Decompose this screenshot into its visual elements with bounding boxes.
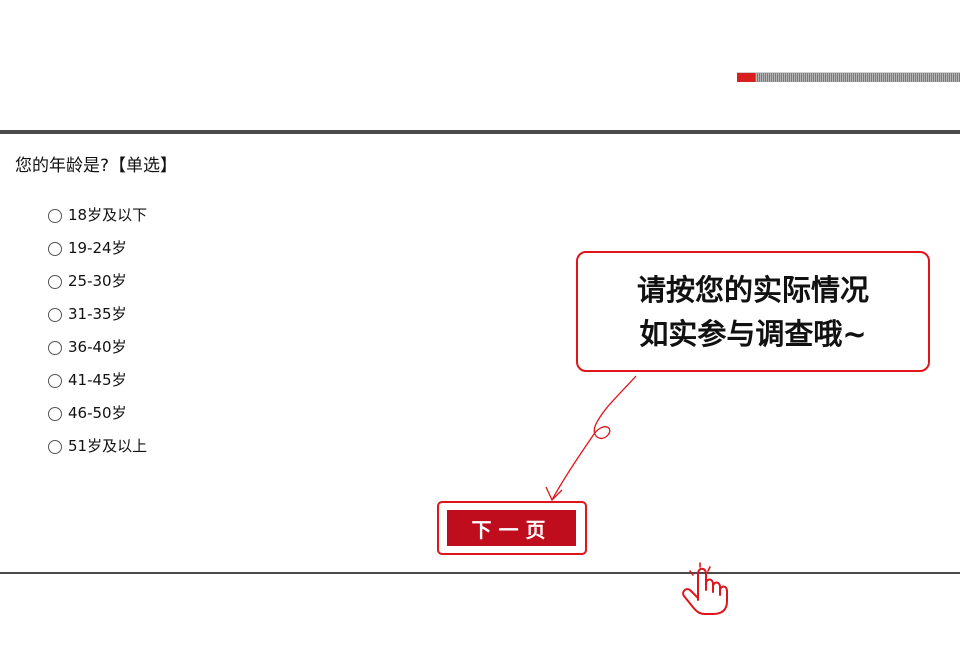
radio-button[interactable] (48, 208, 62, 223)
radio-button[interactable] (48, 406, 62, 421)
question-title: 您的年龄是?【单选】 (15, 156, 178, 176)
option-item[interactable]: 41-45岁 (48, 363, 147, 396)
hint-line-2: 如实参与调查哦~ (639, 316, 867, 351)
option-label: 19-24岁 (68, 239, 127, 257)
option-item[interactable]: 31-35岁 (48, 297, 147, 330)
radio-button[interactable] (48, 274, 62, 289)
option-item[interactable]: 18岁及以下 (48, 198, 147, 231)
option-label: 36-40岁 (68, 338, 127, 356)
radio-button[interactable] (48, 340, 62, 355)
option-label: 25-30岁 (68, 272, 127, 290)
radio-button[interactable] (48, 241, 62, 256)
radio-button[interactable] (48, 373, 62, 388)
radio-button[interactable] (48, 439, 62, 454)
hint-line-1: 请按您的实际情况 (636, 272, 869, 307)
option-label: 46-50岁 (68, 404, 127, 422)
arrow-stroke (551, 375, 637, 501)
hint-callout: 请按您的实际情况 如实参与调查哦~ (576, 251, 930, 372)
next-page-button[interactable]: 下一页 (447, 510, 576, 546)
answer-options: 18岁及以下 19-24岁 25-30岁 31-35岁 36-40岁 41-45… (48, 198, 147, 462)
option-item[interactable]: 36-40岁 (48, 330, 147, 363)
header-divider (0, 130, 960, 134)
radio-button[interactable] (48, 307, 62, 322)
arrowhead (545, 486, 563, 502)
progress-bar (737, 72, 960, 82)
footer-divider (0, 572, 960, 574)
option-item[interactable]: 46-50岁 (48, 396, 147, 429)
option-label: 51岁及以上 (68, 437, 148, 455)
option-item[interactable]: 19-24岁 (48, 231, 147, 264)
option-item[interactable]: 51岁及以上 (48, 429, 147, 462)
progress-bar-fill (737, 73, 755, 82)
option-label: 41-45岁 (68, 371, 127, 389)
option-label: 18岁及以下 (68, 206, 148, 224)
option-label: 31-35岁 (68, 305, 127, 323)
option-item[interactable]: 25-30岁 (48, 264, 147, 297)
